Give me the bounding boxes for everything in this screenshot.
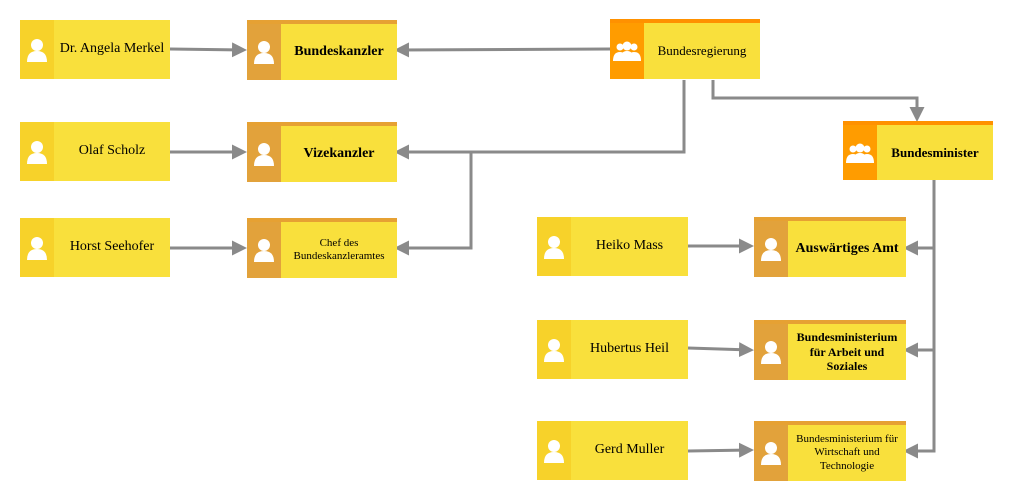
connector-branch-chef	[394, 152, 473, 256]
person-name: Olaf Scholz	[78, 143, 146, 159]
position-node-auswaertiges[interactable]: Auswärtiges Amt	[754, 217, 906, 277]
position-node-vizekanzler[interactable]: Vizekanzler	[247, 122, 397, 182]
connector-bundesminister-arbeit	[903, 248, 936, 358]
person-icon	[544, 338, 564, 362]
person-node-muller[interactable]: Gerd Muller	[537, 421, 688, 480]
group-node-bundesminister[interactable]: Bundesminister	[843, 121, 993, 180]
person-icon	[27, 236, 47, 260]
person-icon	[254, 41, 274, 64]
connector-bundesregierung-bundesminister	[711, 80, 925, 122]
connector-bundesminister-auswaertiges	[903, 180, 936, 256]
position-node-arbeit[interactable]: Bundesministerium für Arbeit und Soziale…	[754, 320, 906, 380]
person-icon	[761, 238, 781, 261]
person-icon	[27, 38, 47, 62]
group-node-bundesregierung[interactable]: Bundesregierung	[610, 19, 760, 79]
person-node-mass[interactable]: Heiko Mass	[537, 217, 688, 276]
position-node-chef[interactable]: Chef des Bundeskanzleramtes	[247, 218, 397, 278]
person-icon	[761, 341, 781, 364]
person-icon	[544, 439, 564, 463]
position-title: Vizekanzler	[303, 145, 375, 161]
group-icon	[846, 143, 874, 163]
group-title: Bundesminister	[891, 144, 979, 160]
person-icon	[27, 140, 47, 164]
person-node-merkel[interactable]: Dr. Angela Merkel	[20, 20, 170, 79]
group-icon	[613, 41, 641, 61]
person-name: Horst Seehofer	[69, 239, 155, 255]
connector-bundesregierung-bundeskanzler	[394, 42, 611, 58]
connector-bundesminister-wirtschaft	[903, 350, 936, 459]
person-icon	[761, 442, 781, 465]
person-icon	[254, 239, 274, 262]
person-icon	[254, 143, 274, 166]
person-node-seehofer[interactable]: Horst Seehofer	[20, 218, 170, 277]
person-node-scholz[interactable]: Olaf Scholz	[20, 122, 170, 181]
position-node-bundeskanzler[interactable]: Bundeskanzler	[247, 20, 397, 80]
person-name: Dr. Angela Merkel	[59, 41, 165, 57]
position-title: Bundesministerium für Wirtschaft und Tec…	[796, 433, 898, 472]
connector-merkel-bundeskanzler	[169, 42, 247, 58]
connector-bundesregierung-vizekanzler	[394, 80, 686, 160]
group-title: Bundesregierung	[657, 43, 747, 59]
person-node-heil[interactable]: Hubertus Heil	[537, 320, 688, 379]
position-title: Auswärtiges Amt	[795, 240, 899, 256]
position-title: Chef des Bundeskanzleramtes	[293, 236, 385, 262]
position-node-wirtschaft[interactable]: Bundesministerium für Wirtschaft und Tec…	[754, 421, 906, 481]
connector-heil-arbeit	[687, 342, 754, 358]
person-name: Gerd Muller	[594, 442, 665, 458]
connector-muller-wirtschaft	[687, 442, 754, 458]
person-name: Hubertus Heil	[590, 341, 669, 357]
person-icon	[544, 235, 564, 259]
person-name: Heiko Mass	[595, 238, 664, 254]
position-title: Bundeskanzler	[294, 43, 384, 59]
position-title: Bundesministerium für Arbeit und Soziale…	[796, 330, 898, 374]
